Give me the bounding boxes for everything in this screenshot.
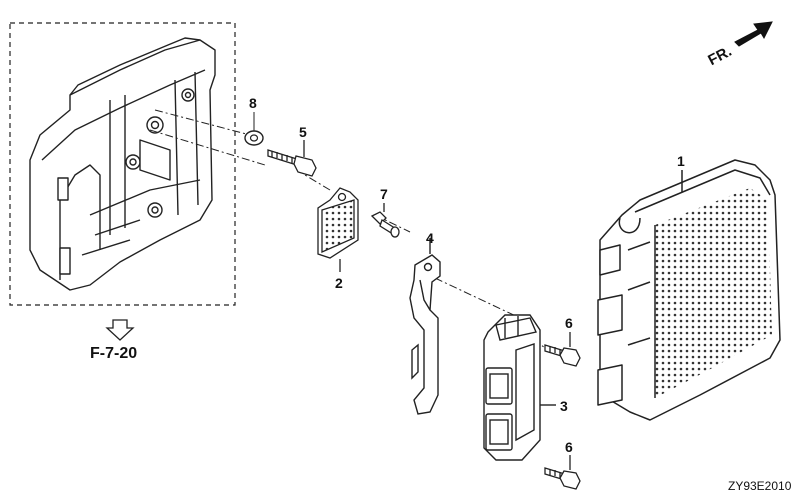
callout-8: 8 [249,95,257,111]
callout-4: 4 [426,230,434,246]
callout-3: 3 [560,398,568,414]
bolt-lower [544,455,581,490]
reference-code: F-7-20 [90,345,137,362]
bolt-upper [544,332,581,367]
callout-7: 7 [380,186,388,202]
direction-label: FR. [705,43,734,69]
front-direction-arrow [734,21,773,47]
cover [597,159,781,421]
washer [244,112,264,146]
callout-6-lower: 6 [565,439,573,455]
callout-2: 2 [335,275,343,291]
reference-frame [9,22,236,306]
reference-arrow [105,319,135,341]
flange-bolt [267,140,317,177]
engine-case [29,37,216,291]
callout-1: 1 [677,153,685,169]
ignition-module-plate [317,187,359,272]
small-screw [370,203,400,238]
callout-5: 5 [299,124,307,140]
diagram-code: ZY93E2010 [728,479,792,493]
control-unit [483,314,556,461]
callout-6-upper: 6 [565,315,573,331]
bracket [409,238,441,415]
